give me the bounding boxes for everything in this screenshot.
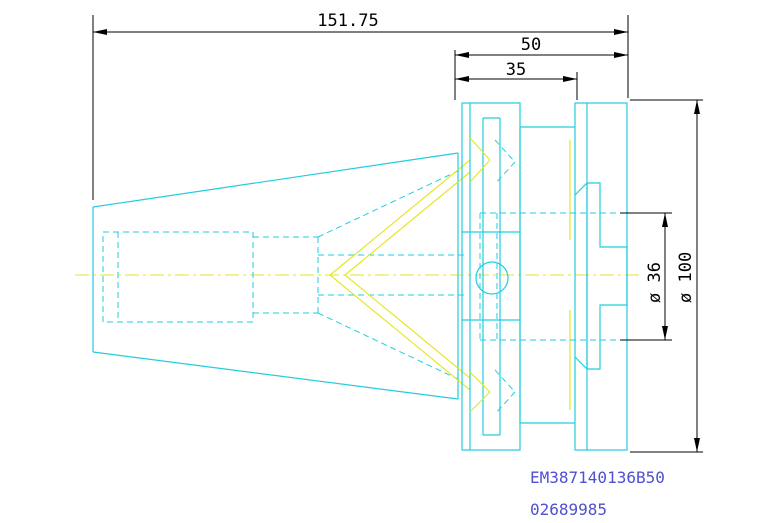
- dim-inner-diameter: ø 36: [620, 212, 672, 341]
- dim-inner-diameter-label: ø 36: [645, 262, 665, 303]
- inner-cone: [329, 159, 471, 391]
- taper-body: [92, 152, 459, 400]
- dim-flange-to-groove: 35: [455, 60, 578, 100]
- dim-outer-diameter-label: ø 100: [676, 252, 696, 303]
- cross-hole: [475, 261, 509, 295]
- serial-number: 02689985: [530, 500, 607, 519]
- dim-flange-to-groove-label: 35: [506, 60, 526, 80]
- dim-outer-diameter: ø 100: [630, 99, 703, 453]
- v-flange: [461, 102, 521, 451]
- model-code: EM387140136B50: [530, 468, 665, 487]
- internal-bore: [102, 169, 465, 381]
- dim-flange-to-end-label: 50: [521, 35, 541, 55]
- dim-overall-length-label: 151.75: [317, 11, 378, 31]
- hidden-bolt-lines: [479, 212, 627, 341]
- head-disk: [574, 102, 628, 451]
- neck: [519, 126, 575, 424]
- dim-flange-to-end: 50: [454, 35, 628, 100]
- dim-overall-length: 151.75: [92, 11, 629, 200]
